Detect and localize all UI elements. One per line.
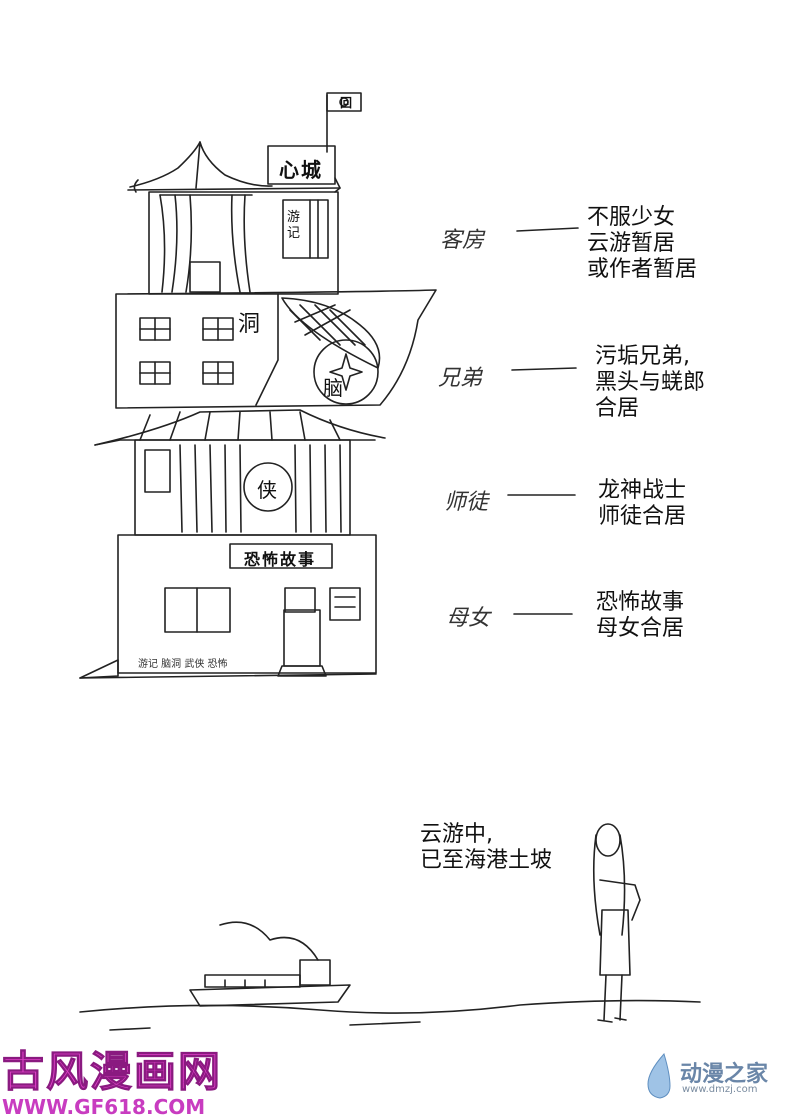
annotation-handwritten-2: 兄弟: [438, 366, 483, 391]
annotation-handwritten-4: 母女: [446, 606, 491, 631]
annotation-description-1: 不服少女 云游暂居 或作者暂居: [587, 205, 698, 282]
annotation-description-3: 龙神战士 师徒合居: [598, 478, 687, 529]
watermark-left-name: 古风漫画网: [1, 1047, 223, 1097]
roof-sign: 心城: [279, 158, 323, 182]
watermark-right-name: 动漫之家: [680, 1062, 769, 1087]
floor-1: [148, 191, 339, 295]
floor-4: [79, 534, 377, 679]
annotation-description-2: 污垢兄弟, 黑头与蜣郎 合居: [595, 344, 706, 421]
droplet-logo-icon: [647, 1052, 671, 1099]
ground: [79, 999, 701, 1031]
floor4-wall-text: 游记 脑洞 武侠 恐怖: [138, 659, 228, 670]
annotation-handwritten-3: 师徒: [444, 490, 489, 515]
floor-2: [115, 289, 437, 409]
watermark-left: 古风漫画网 WWW.GF618.COM: [1, 1038, 223, 1119]
floor1-window-label: 游记: [287, 210, 301, 241]
standing-figure: [592, 823, 641, 1023]
flag: [326, 92, 362, 153]
floor-3: [134, 439, 351, 536]
scene-caption: 云游中, 已至海港土坡: [420, 822, 553, 873]
floor3-char-circle: 侠: [257, 478, 277, 502]
watermark-right: 动漫之家 www.dmzj.com: [640, 1052, 800, 1102]
top-roof: [127, 141, 341, 193]
roof-sign-board: [267, 145, 336, 185]
floor2-char-circle: 脑: [323, 376, 343, 400]
annotation-lines: [507, 227, 579, 615]
cargo-ship: [189, 921, 351, 1007]
annotation-handwritten-1: 客房: [440, 228, 485, 253]
floor4-sign: 恐怖故事: [244, 550, 317, 569]
annotation-description-4: 恐怖故事 母女合居: [596, 590, 685, 641]
floor2-char-left: 洞: [238, 312, 261, 337]
watermark-left-url: WWW.GF618.COM: [2, 1095, 206, 1119]
watermark-right-url: www.dmzj.com: [682, 1084, 758, 1095]
flag-symbol: 回: [340, 96, 355, 110]
